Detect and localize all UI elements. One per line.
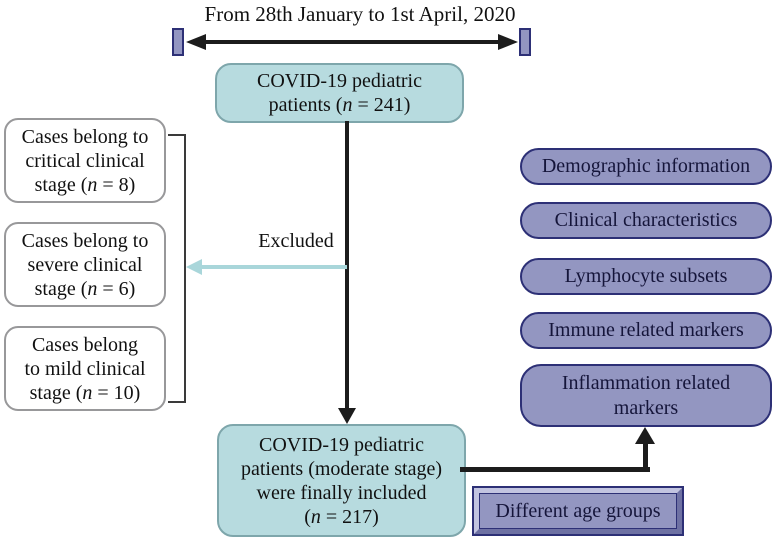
excluded-arrow-shaft	[200, 265, 347, 269]
bracket-vertical-line	[184, 134, 186, 403]
arrow-down-icon	[338, 408, 356, 424]
excluded-severe-line2: severe clinical	[27, 253, 143, 276]
analysis-box-immune: Immune related markers	[520, 312, 772, 349]
excluded-mild-line3: stage (n = 10)	[29, 381, 141, 404]
analysis-box-inflammation: Inflammation related markers	[520, 364, 772, 427]
timeline-end-cap	[519, 28, 531, 56]
bracket-top-tick	[168, 134, 186, 136]
excluded-critical-line1: Cases belong to	[21, 125, 149, 148]
excluded-label: Excluded	[258, 230, 334, 252]
included-line1: COVID-19 pediatric	[259, 433, 424, 456]
age-groups-box: Different age groups	[472, 486, 684, 536]
excluded-box-critical: Cases belong to critical clinical stage …	[4, 118, 166, 203]
arrow-left-icon	[186, 34, 206, 50]
excluded-severe-line3: stage (n = 6)	[34, 277, 136, 300]
included-line4: (n = 217)	[304, 505, 379, 528]
excluded-severe-line1: Cases belong to	[21, 229, 149, 252]
arrow-right-icon	[498, 34, 518, 50]
bracket-bottom-tick	[168, 401, 186, 403]
excluded-mild-line2: to mild clinical	[24, 357, 146, 380]
cohort-box: COVID-19 pediatric patients (n = 241)	[215, 63, 464, 123]
excluded-box-severe: Cases belong to severe clinical stage (n…	[4, 222, 166, 307]
cohort-line2: patients (n = 241)	[268, 94, 411, 116]
main-flow-line	[345, 121, 349, 411]
timeline-title: From 28th January to 1st April, 2020	[204, 2, 516, 26]
analysis-box-clinical: Clinical characteristics	[520, 202, 772, 239]
connector-vertical-line	[643, 442, 648, 472]
included-line3: were finally included	[256, 481, 427, 504]
excluded-critical-line2: critical clinical	[25, 149, 145, 172]
age-groups-bevel-frame	[474, 488, 682, 534]
cohort-line1: COVID-19 pediatric	[257, 70, 422, 92]
excluded-arrow-left-icon	[186, 259, 202, 275]
analysis-box-demographic: Demographic information	[520, 148, 772, 185]
included-box: COVID-19 pediatric patients (moderate st…	[217, 424, 466, 537]
analysis-box-lymphocyte: Lymphocyte subsets	[520, 258, 772, 295]
timeline-start-cap	[172, 28, 184, 56]
age-groups-label: Different age groups	[479, 493, 677, 529]
excluded-mild-line1: Cases belong	[31, 333, 139, 356]
double-arrow-shaft	[200, 40, 504, 44]
included-line2: patients (moderate stage)	[240, 457, 443, 480]
arrow-up-icon	[635, 427, 655, 444]
excluded-box-mild: Cases belong to mild clinical stage (n =…	[4, 326, 166, 411]
excluded-critical-line3: stage (n = 8)	[34, 173, 136, 196]
connector-horizontal-line	[460, 467, 650, 472]
